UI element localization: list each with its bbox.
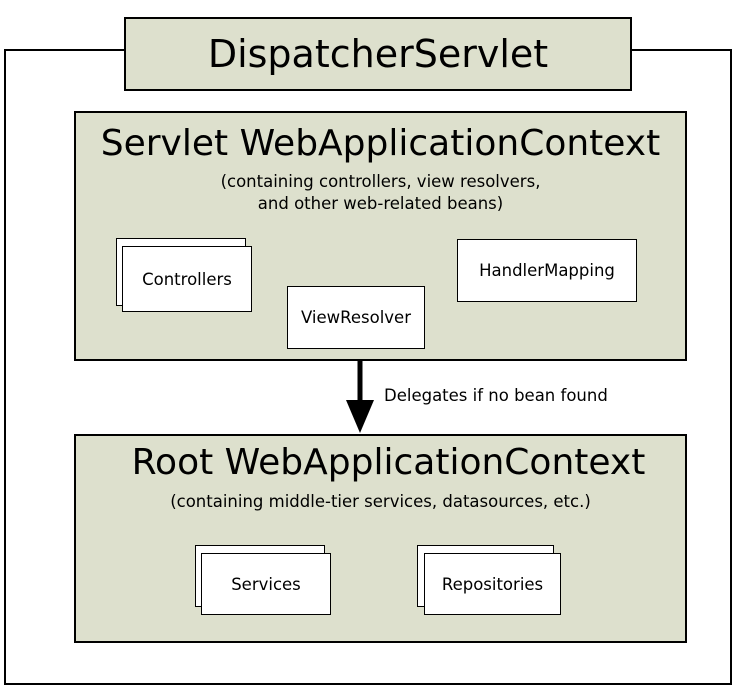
view-resolver-bean: ViewResolver bbox=[287, 286, 425, 349]
dispatcher-servlet-title: DispatcherServlet bbox=[124, 17, 632, 91]
view-resolver-bean-label: ViewResolver bbox=[300, 308, 411, 327]
servlet-context-subtitle-line2: and other web-related beans) bbox=[257, 194, 504, 213]
delegation-label: Delegates if no bean found bbox=[384, 386, 608, 405]
controllers-bean-label: Controllers bbox=[142, 269, 232, 289]
root-context-title: Root WebApplicationContext bbox=[131, 442, 646, 483]
delegation-arrow-head bbox=[346, 400, 374, 433]
services-bean: Services bbox=[201, 553, 331, 615]
handler-mapping-bean-label: HandlerMapping bbox=[479, 261, 615, 280]
servlet-context-title: Servlet WebApplicationContext bbox=[100, 123, 661, 164]
servlet-context-subtitle-line1: (containing controllers, view resolvers, bbox=[220, 172, 541, 191]
handler-mapping-bean: HandlerMapping bbox=[457, 239, 637, 302]
root-web-application-context: Root WebApplicationContext (containing m… bbox=[74, 434, 687, 643]
repositories-bean-label: Repositories bbox=[441, 574, 544, 594]
repositories-bean: Repositories bbox=[424, 553, 561, 615]
root-context-subtitle: (containing middle-tier services, dataso… bbox=[170, 492, 591, 511]
controllers-bean: Controllers bbox=[122, 246, 252, 312]
services-bean-label: Services bbox=[231, 574, 301, 594]
dispatcher-servlet-label: DispatcherServlet bbox=[207, 32, 549, 76]
